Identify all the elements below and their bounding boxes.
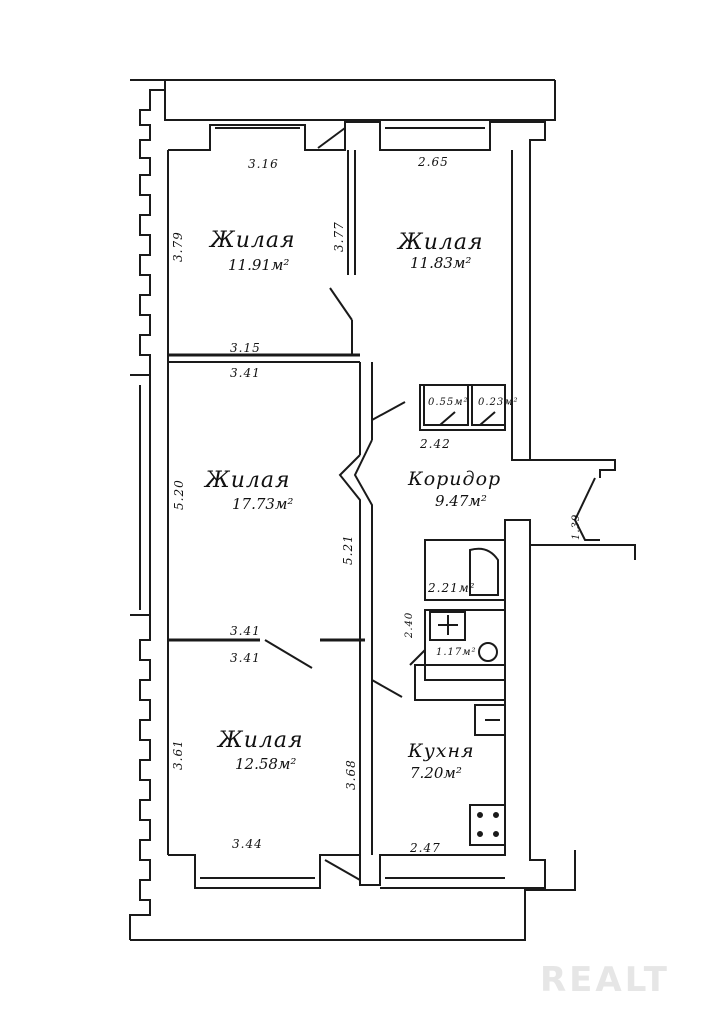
closet-2-area: 0.23м² <box>478 397 519 408</box>
room-3-area: 17.73м² <box>232 495 294 513</box>
outer-wall-left-2 <box>129 614 151 940</box>
balcony-bottom <box>130 850 576 941</box>
dim-room4-top: 3.41 <box>230 651 261 665</box>
room-4-name: Жилая <box>218 728 304 753</box>
dim-top-left-width: 3.16 <box>248 157 279 171</box>
dim-room3-bottom: 3.41 <box>230 624 261 638</box>
dim-closets-width: 2.42 <box>420 437 451 451</box>
dim-room2-height: 3.77 <box>332 221 346 252</box>
dim-room3-height-right: 5.21 <box>341 534 355 565</box>
dim-exit-width: 1.39 <box>571 513 582 540</box>
dim-kitchen-bottom: 2.47 <box>410 841 441 855</box>
dim-room1-bottom: 3.15 <box>230 341 261 355</box>
walls <box>129 79 636 941</box>
balcony-top <box>164 80 556 121</box>
corridor-area: 9.47м² <box>435 492 487 510</box>
dim-room3-height-left: 5.20 <box>172 479 186 510</box>
room-4-area: 12.58м² <box>235 755 297 773</box>
dim-wc-height: 2.40 <box>404 611 415 638</box>
room-2-area: 11.83м² <box>410 254 472 272</box>
closet-1-area: 0.55м² <box>428 397 469 408</box>
dim-room3-top: 3.41 <box>230 366 261 380</box>
outer-wall-left <box>130 79 166 376</box>
bath-area: 2.21м² <box>428 581 476 595</box>
dim-room4-bottom: 3.44 <box>232 837 263 851</box>
kitchen-area: 7.20м² <box>410 764 462 782</box>
dim-room1-height: 3.79 <box>171 231 185 262</box>
watermark-logo: REALT <box>540 960 670 1000</box>
corridor-name: Коридор <box>408 468 502 490</box>
kitchen-name: Кухня <box>408 740 475 762</box>
dim-top-right-width: 2.65 <box>418 155 449 169</box>
room-3-name: Жилая <box>205 468 291 493</box>
dim-room4-height: 3.61 <box>171 739 185 770</box>
wc-area: 1.17м² <box>436 647 477 658</box>
room-1-name: Жилая <box>210 228 296 253</box>
room-1-area: 11.91м² <box>228 256 290 274</box>
dim-kitchen-height: 3.68 <box>344 759 358 790</box>
room-2-name: Жилая <box>398 230 484 255</box>
